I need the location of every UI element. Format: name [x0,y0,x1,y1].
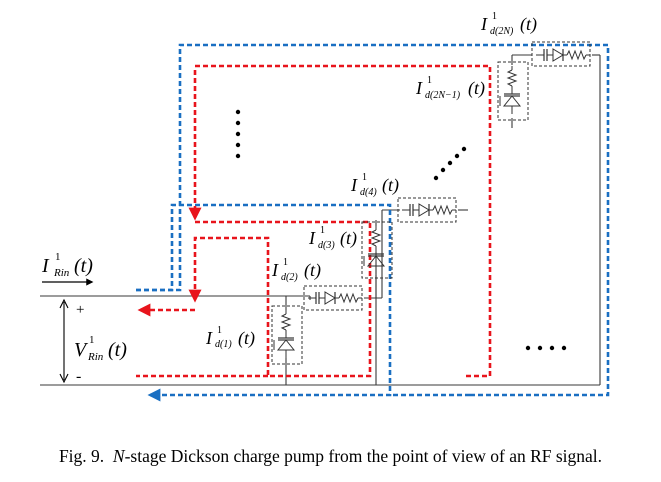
svg-text:d(4): d(4) [360,187,377,198]
diode-cell-2n-1 [497,61,529,121]
svg-text:(t): (t) [108,339,127,361]
svg-text:1: 1 [492,11,497,22]
caption-label: Fig. 9. [58,446,105,466]
svg-text:1: 1 [217,325,222,336]
voltage-indicator [59,298,69,384]
svg-text:1: 1 [320,225,325,236]
label-input-current: I 1 Rin (t) [41,251,93,279]
svg-text:I: I [205,328,213,348]
continuation-dots-vertical [235,109,241,159]
diode-cell-3 [361,221,393,279]
svg-text:(t): (t) [74,255,93,277]
label-input-voltage: V 1 Rin (t) [74,334,127,363]
label-id2n-1: I 1 d(2N−1) (t) [415,75,485,101]
svg-text:(t): (t) [520,14,537,35]
figure-caption: Fig. 9. N-stage Dickson charge pump from… [0,446,661,467]
label-id4: I 1 d(4) (t) [350,172,399,198]
svg-text:V: V [74,339,89,361]
svg-text:I: I [308,228,316,248]
circuit-wiring [40,54,601,386]
plus-sign: + [76,302,84,318]
svg-text:1: 1 [55,251,61,263]
svg-text:1: 1 [283,257,288,268]
svg-text:I: I [271,260,279,280]
svg-text:1: 1 [89,334,95,346]
svg-text:d(2): d(2) [281,272,298,283]
svg-text:1: 1 [427,75,432,86]
red-current-loops [136,64,492,378]
svg-text:(t): (t) [382,175,399,196]
continuation-dots-horizontal [525,345,567,351]
svg-text:1: 1 [362,172,367,183]
caption-variable: N [112,446,125,466]
svg-text:d(2N): d(2N) [490,26,514,37]
diode-cell-2 [303,285,363,311]
label-id3: I 1 d(3) (t) [308,225,357,251]
diode-cell-4 [397,197,457,223]
svg-text:d(2N−1): d(2N−1) [425,90,461,101]
continuation-dots-diagonal [433,146,467,181]
caption-text: -stage Dickson charge pump from the poin… [124,446,603,466]
svg-text:Rin: Rin [53,267,70,279]
diode-cell-2n [531,41,591,67]
svg-text:I: I [480,14,488,34]
svg-text:(t): (t) [468,78,485,99]
svg-text:I: I [350,175,358,195]
svg-text:(t): (t) [238,328,255,349]
svg-text:I: I [41,255,50,277]
blue-current-loops [136,43,610,402]
diode-cell-1 [271,305,303,365]
label-id1: I 1 d(1) (t) [205,325,255,350]
svg-text:d(3): d(3) [318,240,335,251]
label-id2: I 1 d(2) (t) [271,257,321,283]
svg-text:(t): (t) [340,228,357,249]
svg-text:I: I [415,78,423,98]
svg-text:d(1): d(1) [215,339,232,350]
svg-text:Rin: Rin [87,351,104,363]
minus-sign: - [76,368,81,385]
label-id2n: I 1 d(2N) (t) [480,11,537,37]
svg-text:(t): (t) [304,260,321,281]
